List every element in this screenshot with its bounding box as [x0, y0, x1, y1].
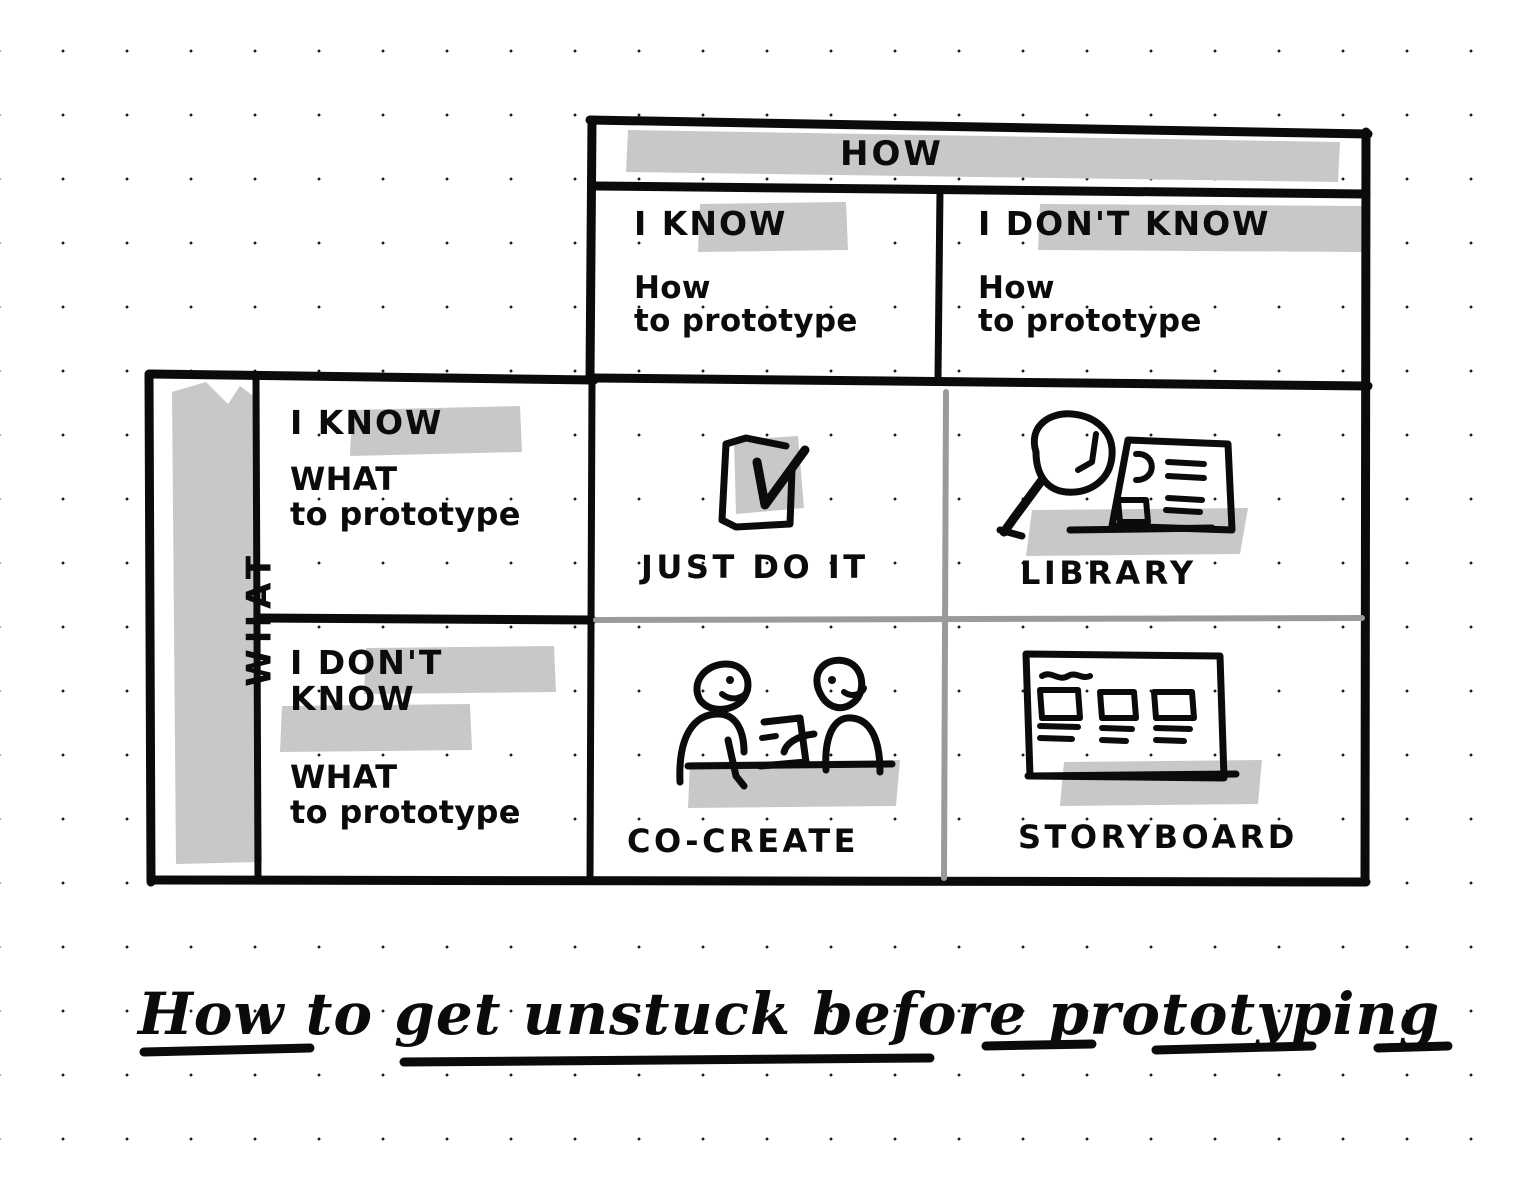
- magnifying-glass-over-document-icon: [996, 410, 1236, 540]
- quadrant-label-just-do-it: JUST DO IT: [641, 548, 869, 586]
- quadrant-dividers: [593, 389, 1365, 881]
- caption-underlines: [139, 1039, 1453, 1067]
- column-header-1-emphasis: I KNOW: [634, 204, 788, 243]
- quadrant-label-co-create: CO-CREATE: [627, 822, 860, 860]
- checkbox-checked-icon: [718, 434, 810, 531]
- column-header-1-detail: How to prototype: [634, 270, 858, 340]
- storyboard-panels-icon: [1022, 650, 1240, 782]
- row-header-2-emphasis: I DON'T KNOW: [290, 643, 444, 718]
- column-header-2-emphasis: I DON'T KNOW: [978, 204, 1271, 243]
- sketch-caption: How to get unstuck before prototyping: [138, 980, 1441, 1048]
- row-header-2-detail: WHAT to prototype: [290, 758, 521, 831]
- row-header-1-emphasis: I KNOW: [290, 403, 444, 442]
- two-people-collaborating-icon: [676, 656, 896, 790]
- matrix-frame: [144, 115, 1373, 887]
- row-header-1-detail: WHAT to prototype: [290, 460, 521, 533]
- quadrant-label-storyboard: STORYBOARD: [1018, 818, 1298, 856]
- column-axis-label: HOW: [840, 134, 944, 174]
- column-header-2-detail: How to prototype: [978, 270, 1202, 340]
- quadrant-label-library: LIBRARY: [1020, 554, 1197, 592]
- row-axis-label: WHAT: [239, 549, 280, 687]
